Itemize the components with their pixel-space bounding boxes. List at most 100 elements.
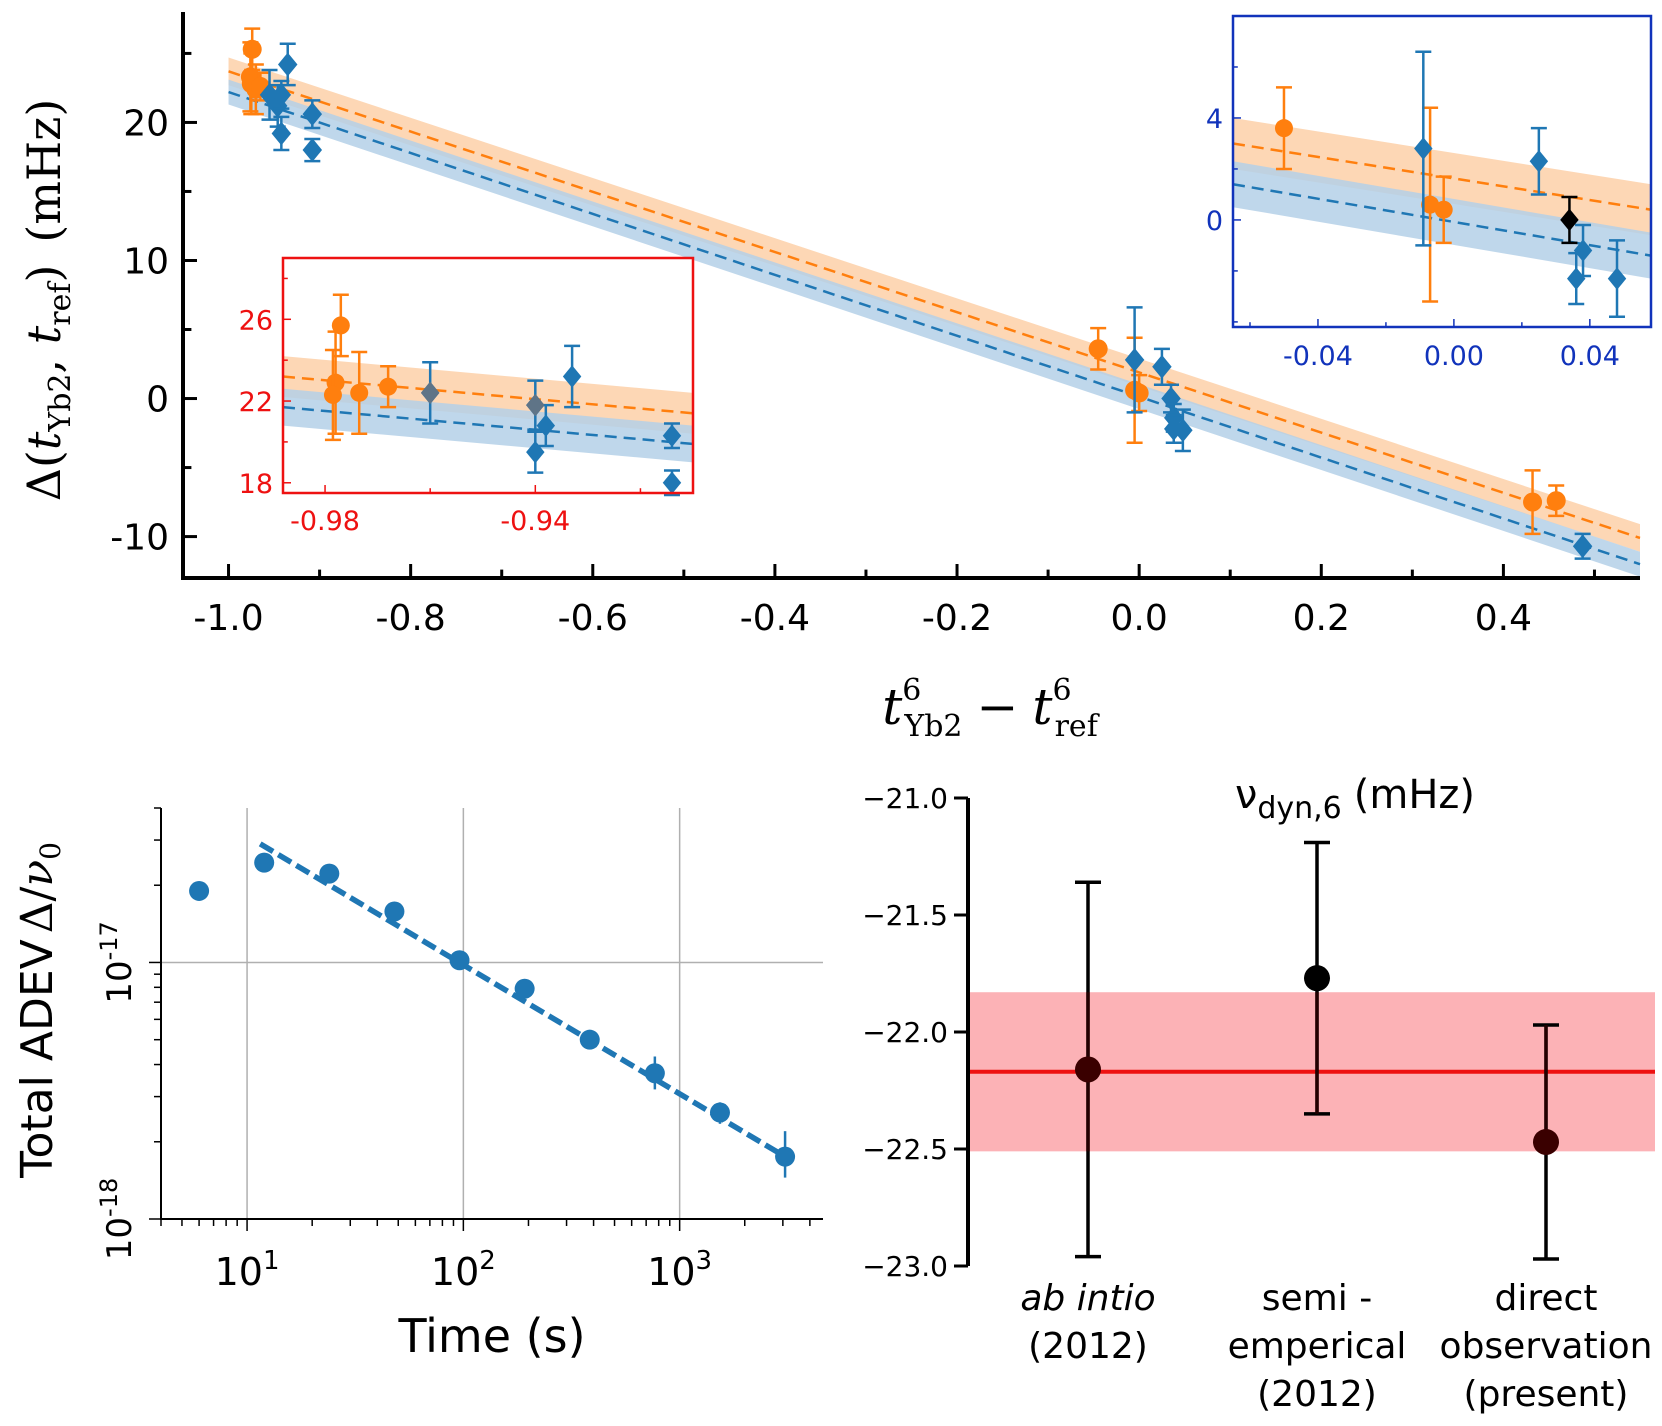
tick-base: 10 bbox=[100, 960, 140, 1003]
cmp-y-tick-label: −22.0 bbox=[862, 1016, 948, 1049]
ylabel-t2: t bbox=[17, 325, 71, 344]
cmp-category-label: (2012) bbox=[1257, 1374, 1377, 1415]
ylabel-comma: , bbox=[17, 344, 71, 373]
adev-ylabel: Total ADEVΔ/ν0 bbox=[12, 842, 67, 1179]
tick-exponent: 2 bbox=[479, 1246, 496, 1276]
tick-base: 10 bbox=[100, 1217, 140, 1260]
x-tick-label: 0.04 bbox=[1560, 341, 1620, 372]
adev-ylabel-delta: Δ/ bbox=[12, 886, 63, 933]
diamond-marker bbox=[267, 93, 288, 118]
comparison-panel: −23.0−22.5−22.0−21.5−21.0 νdyn,6(mHz) ab… bbox=[862, 772, 1655, 1415]
y-tick-label: 4 bbox=[1206, 104, 1223, 135]
x-tick-label: -0.6 bbox=[558, 598, 628, 639]
cmp-title-unit: (mHz) bbox=[1354, 772, 1475, 818]
tick-exponent: -17 bbox=[95, 921, 123, 960]
adev-x-tick-label: 103 bbox=[647, 1246, 712, 1294]
circle-marker bbox=[323, 385, 342, 404]
y-tick-label: 0 bbox=[1206, 206, 1223, 237]
cmp-title-nu: ν bbox=[1235, 772, 1257, 818]
y-tick-label: 26 bbox=[239, 305, 273, 336]
ylabel-delta: Δ( bbox=[17, 450, 71, 501]
inset-blue-frame bbox=[1231, 14, 1653, 329]
cmp-point bbox=[1304, 965, 1330, 992]
cmp-tick-labels: −23.0−22.5−22.0−21.5−21.0 bbox=[862, 782, 948, 1283]
adev-point bbox=[579, 1029, 600, 1050]
diamond-marker bbox=[420, 381, 440, 405]
adev-points bbox=[189, 852, 796, 1178]
circle-marker bbox=[1088, 339, 1108, 359]
y-tick-label: 18 bbox=[239, 469, 273, 500]
adev-point bbox=[254, 852, 275, 873]
x-tick-label: -0.2 bbox=[922, 598, 992, 639]
circle-marker bbox=[1546, 491, 1566, 511]
diamond-marker bbox=[1572, 534, 1593, 559]
diamond-marker bbox=[302, 138, 323, 162]
tick-marks bbox=[183, 51, 1596, 578]
x-tick-label: -1.0 bbox=[193, 598, 263, 639]
inset-red-fit-lines bbox=[282, 375, 694, 446]
circle-marker bbox=[331, 316, 350, 335]
diamond-marker bbox=[302, 102, 323, 127]
fit-line-blue bbox=[282, 405, 694, 446]
inset-red-panel: -0.98 -0.94 18 22 26 bbox=[239, 256, 695, 537]
adev-ylabel-nu: ν bbox=[12, 860, 63, 887]
diamond-marker bbox=[1607, 267, 1627, 290]
cmp-category-label: semi - bbox=[1262, 1278, 1372, 1319]
cmp-category-label: direct bbox=[1495, 1278, 1598, 1319]
cmp-y-tick-label: −22.5 bbox=[862, 1133, 948, 1166]
diamond-marker bbox=[526, 393, 545, 417]
xlabel-minus: − bbox=[977, 678, 1019, 736]
tick-exponent: -18 bbox=[95, 1178, 123, 1217]
cmp-y-tick-label: −21.5 bbox=[862, 899, 948, 932]
cmp-title-sub: dyn,6 bbox=[1257, 791, 1341, 826]
cmp-category-label: observation bbox=[1440, 1326, 1653, 1367]
diamond-marker bbox=[562, 365, 582, 388]
ylabel-t1: t bbox=[17, 431, 71, 450]
adev-point bbox=[644, 1063, 665, 1084]
x-tick-label: -0.8 bbox=[376, 598, 446, 639]
tick-exponent: 1 bbox=[263, 1246, 280, 1276]
x-tick-label: 0.0 bbox=[1111, 598, 1168, 639]
diamond-marker bbox=[259, 82, 280, 107]
y-tick-label: 10 bbox=[123, 241, 169, 282]
adev-x-tick-label: 102 bbox=[431, 1246, 496, 1294]
inset-blue-points bbox=[1274, 50, 1627, 319]
diamond-marker bbox=[1529, 150, 1549, 173]
adev-y-tick-label: 10-18 bbox=[95, 1178, 140, 1260]
adev-x-tick-label: 101 bbox=[215, 1246, 280, 1294]
diamond-marker bbox=[1560, 208, 1579, 232]
inset-red-points bbox=[323, 293, 682, 497]
diamond-marker bbox=[1414, 137, 1433, 160]
ylabel-unit: (mHz) bbox=[17, 99, 71, 243]
adev-ylabel-main: Total ADEV bbox=[12, 939, 63, 1179]
diamond-marker bbox=[1567, 267, 1586, 290]
adev-point bbox=[319, 863, 340, 884]
circle-marker bbox=[1421, 195, 1440, 214]
xlabel-t2: t bbox=[1032, 678, 1053, 736]
ylabel-sub1: Yb2 bbox=[43, 374, 78, 433]
main-ylabel: Δ(tYb2, tref)(mHz) bbox=[17, 99, 78, 502]
adev-point bbox=[384, 901, 405, 922]
diamond-marker bbox=[662, 471, 682, 495]
x-tick-label: -0.98 bbox=[290, 506, 360, 537]
main-axes bbox=[181, 12, 1640, 580]
adev-point bbox=[775, 1146, 796, 1167]
y-tick-label: -10 bbox=[110, 518, 169, 559]
y-tick-label: 22 bbox=[239, 387, 273, 418]
x-tick-label: -0.4 bbox=[740, 598, 810, 639]
cmp-title: νdyn,6 (mHz) bbox=[1235, 772, 1475, 826]
x-tick-label: -0.94 bbox=[500, 506, 570, 537]
diamond-marker bbox=[271, 121, 292, 146]
y-tick-label: 20 bbox=[123, 103, 169, 144]
circle-marker bbox=[1434, 200, 1453, 219]
xlabel-t1: t bbox=[882, 678, 903, 736]
diamond-marker bbox=[1124, 348, 1145, 372]
circle-marker bbox=[379, 377, 398, 396]
adev-y-tick-label: 10-17 bbox=[95, 921, 140, 1003]
